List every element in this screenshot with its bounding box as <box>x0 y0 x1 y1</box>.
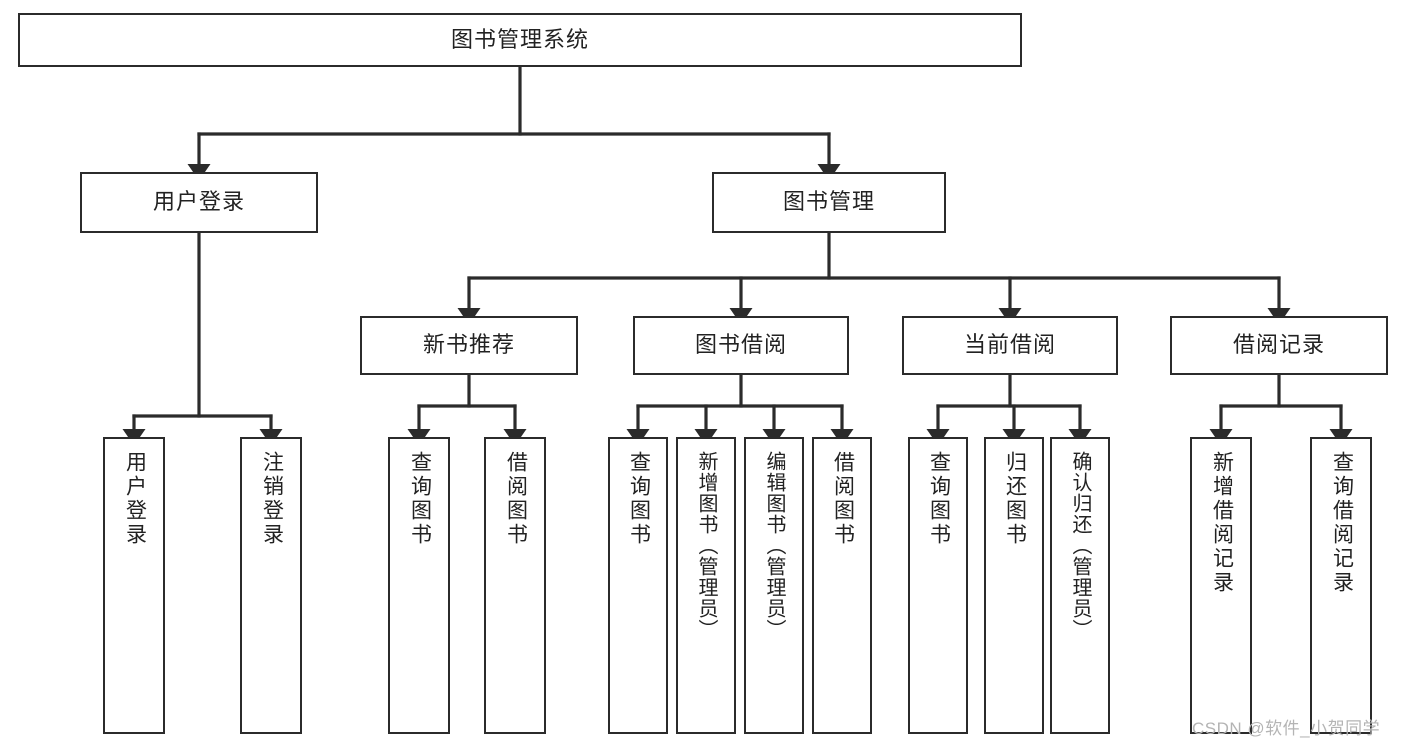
leaf-node-8[interactable]: 借阅图书 <box>812 437 872 734</box>
level2-node-2-label: 图书借阅 <box>694 332 787 358</box>
leaf-node-4[interactable]: 借阅图书 <box>484 437 546 734</box>
leaf-node-2[interactable]: 注销登录 <box>240 437 302 734</box>
leaf-node-13-label: 查询借阅记录 <box>1330 451 1354 595</box>
level2-node-4-label: 借阅记录 <box>1232 332 1325 358</box>
leaf-node-5[interactable]: 查询图书 <box>608 437 668 734</box>
level1-node-1-label: 用户登录 <box>152 189 245 215</box>
level1-node-2[interactable]: 图书管理 <box>712 172 946 233</box>
level2-node-1-label: 新书推荐 <box>422 332 515 358</box>
leaf-node-10-label: 归还图书 <box>1003 451 1027 547</box>
leaf-node-12[interactable]: 新增借阅记录 <box>1190 437 1252 734</box>
leaf-node-6[interactable]: 新增图书（管理员） <box>676 437 736 734</box>
level2-node-4[interactable]: 借阅记录 <box>1170 316 1388 375</box>
level2-node-1[interactable]: 新书推荐 <box>360 316 578 375</box>
level2-node-3-label: 当前借阅 <box>963 332 1056 358</box>
leaf-node-7-label: 编辑图书（管理员） <box>763 451 785 640</box>
leaf-node-3[interactable]: 查询图书 <box>388 437 450 734</box>
leaf-node-10[interactable]: 归还图书 <box>984 437 1044 734</box>
leaf-node-11[interactable]: 确认归还（管理员） <box>1050 437 1110 734</box>
leaf-node-8-label: 借阅图书 <box>831 451 855 547</box>
level2-node-2[interactable]: 图书借阅 <box>633 316 849 375</box>
level1-node-2-label: 图书管理 <box>782 189 875 215</box>
leaf-node-3-label: 查询图书 <box>408 451 432 547</box>
leaf-node-12-label: 新增借阅记录 <box>1210 451 1234 595</box>
leaf-node-11-label: 确认归还（管理员） <box>1069 451 1091 640</box>
leaf-node-9-label: 查询图书 <box>927 451 951 547</box>
leaf-node-13[interactable]: 查询借阅记录 <box>1310 437 1372 734</box>
leaf-node-5-label: 查询图书 <box>627 451 651 547</box>
leaf-node-6-label: 新增图书（管理员） <box>695 451 717 640</box>
leaf-node-9[interactable]: 查询图书 <box>908 437 968 734</box>
leaf-node-7[interactable]: 编辑图书（管理员） <box>744 437 804 734</box>
level1-node-1[interactable]: 用户登录 <box>80 172 318 233</box>
leaf-node-4-label: 借阅图书 <box>504 451 528 547</box>
root-node-book-management-system-label: 图书管理系统 <box>450 26 589 52</box>
root-node-book-management-system[interactable]: 图书管理系统 <box>18 13 1022 67</box>
leaf-node-2-label: 注销登录 <box>260 451 284 547</box>
level2-node-3[interactable]: 当前借阅 <box>902 316 1118 375</box>
leaf-node-1[interactable]: 用户登录 <box>103 437 165 734</box>
leaf-node-1-label: 用户登录 <box>123 451 147 547</box>
